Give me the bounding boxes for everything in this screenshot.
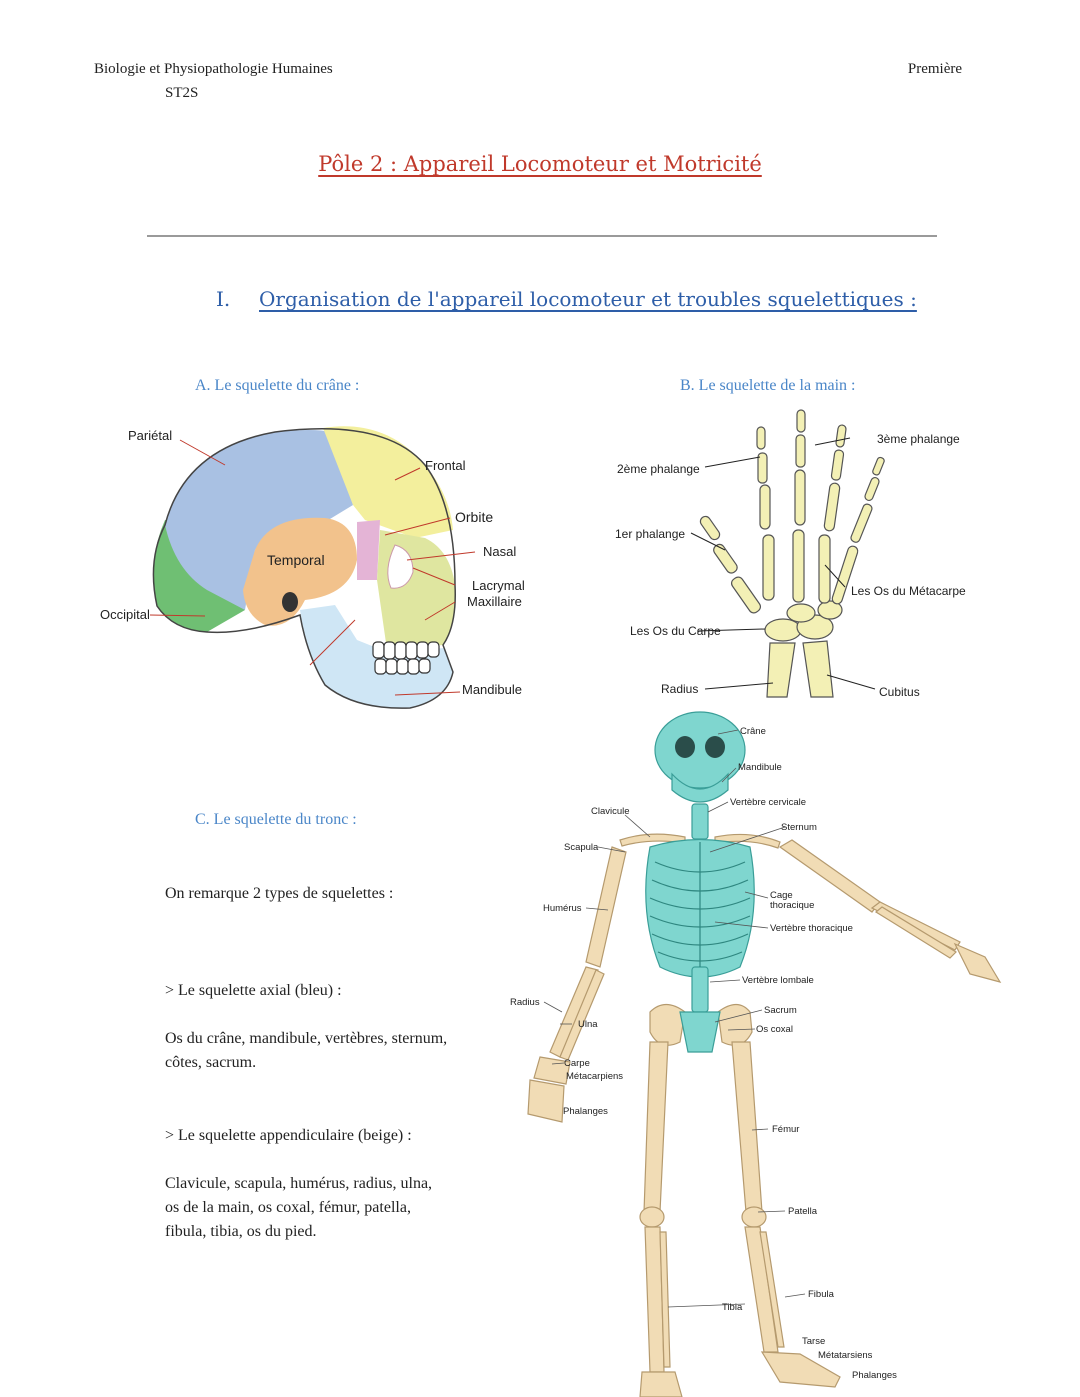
label-vertebre-lombale: Vertèbre lombale (742, 975, 814, 986)
axial-list-line-2: côtes, sacrum. (165, 1054, 257, 1071)
label-mandibule-skeleton: Mandibule (738, 762, 782, 773)
label-temporal: Temporal (267, 552, 325, 568)
label-clavicule: Clavicule (591, 806, 630, 817)
label-crane: Crâne (740, 726, 766, 737)
appendicular-list-line-3: fibula, tibia, os du pied. (165, 1223, 317, 1240)
subsection-hand-heading: B. Le squelette de la main : (680, 377, 856, 394)
page-title: Pôle 2 : Appareil Locomoteur et Motricit… (318, 152, 762, 176)
label-phalanges-pied: Phalanges (852, 1370, 897, 1381)
label-radius-skeleton: Radius (510, 997, 540, 1008)
label-mandibule: Mandibule (462, 682, 522, 697)
label-cage-1: Cage (770, 890, 793, 901)
label-humerus: Humérus (543, 903, 582, 914)
section-number: I. (216, 287, 231, 311)
label-frontal: Frontal (425, 458, 466, 473)
label-patella: Patella (788, 1206, 818, 1217)
appendicular-list-line-2: os de la main, os coxal, fémur, patella, (165, 1199, 411, 1216)
label-femur: Fémur (772, 1124, 799, 1135)
hand-diagram: 3ème phalange 2ème phalange 1er phalange… (615, 409, 966, 699)
subsection-skull-heading: A. Le squelette du crâne : (195, 377, 360, 394)
label-maxillaire: Maxillaire (467, 594, 522, 609)
label-cage-2: thoracique (770, 900, 814, 911)
title-divider (147, 235, 937, 237)
label-tarse: Tarse (802, 1336, 825, 1347)
appendicular-heading: > Le squelette appendiculaire (beige) : (165, 1127, 412, 1144)
label-scapula: Scapula (564, 842, 599, 853)
label-2eme-phalange: 2ème phalange (617, 462, 700, 476)
label-fibula: Fibula (808, 1289, 835, 1300)
trunk-intro: On remarque 2 types de squelettes : (165, 885, 394, 902)
label-1er-phalange: 1er phalange (615, 527, 685, 541)
label-orbite: Orbite (455, 509, 493, 525)
label-os-coxal: Os coxal (756, 1024, 793, 1035)
axial-heading: > Le squelette axial (bleu) : (165, 982, 342, 999)
appendicular-list-line-1: Clavicule, scapula, humérus, radius, uln… (165, 1175, 433, 1192)
label-phalanges-main: Phalanges (563, 1106, 608, 1117)
course-name: Biologie et Physiopathologie Humaines (94, 61, 333, 77)
label-vertebre-thoracique: Vertèbre thoracique (770, 923, 853, 934)
label-occipital: Occipital (100, 607, 150, 622)
label-radius: Radius (661, 682, 698, 696)
label-metacarpiens: Métacarpiens (566, 1071, 623, 1082)
label-parietal: Pariétal (128, 428, 172, 443)
subsection-trunk-heading: C. Le squelette du tronc : (195, 811, 357, 828)
label-metacarpe: Les Os du Métacarpe (851, 584, 966, 598)
label-3eme-phalange: 3ème phalange (877, 432, 960, 446)
label-ulna: Ulna (578, 1019, 598, 1030)
label-lacrymal: Lacrymal (472, 578, 525, 593)
class-track: ST2S (165, 85, 199, 101)
skull-diagram: Pariétal Frontal Orbite Nasal Temporal L… (100, 426, 525, 709)
label-vertebre-cervicale: Vertèbre cervicale (730, 797, 806, 808)
label-metatarsiens: Métatarsiens (818, 1350, 873, 1361)
label-cubitus: Cubitus (879, 685, 920, 699)
class-level: Première (907, 61, 962, 77)
label-carpe: Les Os du Carpe (630, 624, 721, 638)
skeleton-diagram: Crâne Mandibule Clavicule Vertèbre cervi… (510, 711, 1002, 1397)
section-title: Organisation de l'appareil locomoteur et… (259, 287, 917, 311)
label-tibia: Tibia (722, 1302, 743, 1313)
label-carpe-skeleton: Carpe (564, 1058, 590, 1069)
label-sternum: Sternum (781, 822, 817, 833)
axial-list-line-1: Os du crâne, mandibule, vertèbres, stern… (165, 1030, 448, 1047)
label-sacrum: Sacrum (764, 1005, 797, 1016)
label-nasal: Nasal (483, 544, 516, 559)
